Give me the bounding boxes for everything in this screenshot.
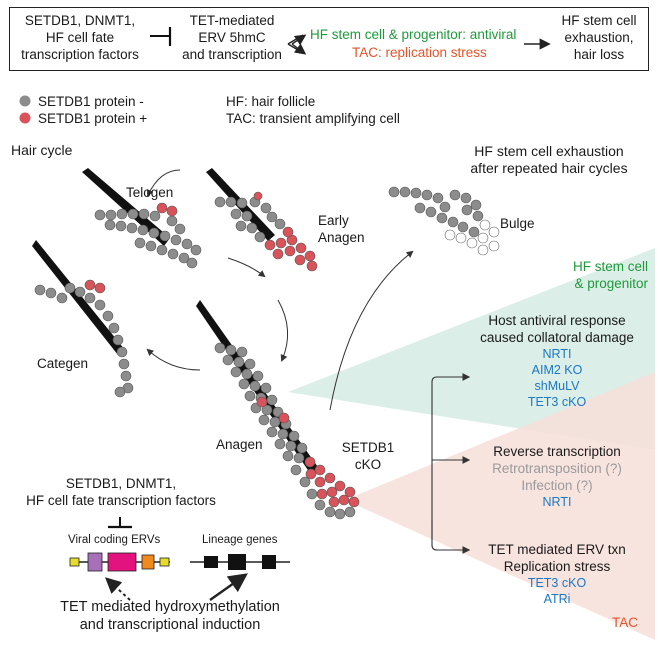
tet-txn-block: TET mediated ERV txn Replication stress …: [464, 541, 650, 607]
bottom-factors-line: HF cell fate transcription factors: [26, 493, 216, 508]
rt-gray-line: Retrotransposition (?): [492, 461, 622, 476]
bottom-tet-line: and transcriptional induction: [79, 617, 261, 633]
bottom-tet-line: TET mediated hydroxymethylation: [60, 599, 280, 615]
bulge-label: Bulge: [500, 216, 535, 231]
rt-block: Reverse transcription Retrotransposition…: [464, 443, 650, 510]
outcome-line: exhaustion,: [564, 30, 634, 45]
bottom-factors-line: SETDB1, DNMT1,: [65, 476, 177, 491]
tet-item: ATRi: [543, 592, 571, 606]
antiviral-title-line: caused collatoral damage: [480, 330, 634, 345]
exhausted-follicle: [388, 186, 500, 256]
early-anagen-line: Anagen: [318, 230, 365, 245]
antiviral-item: AIM2 KO: [531, 363, 583, 377]
tac-band: [345, 372, 655, 640]
lineage-genes-label: Lineage genes: [202, 534, 278, 546]
exhaustion-title: HF stem cell exhaustion after repeated h…: [440, 143, 658, 177]
legend-tac: TAC: transient amplifying cell: [226, 111, 400, 126]
legend-gray-dot: [19, 95, 31, 107]
factors-line: SETDB1, DNMT1,: [24, 13, 136, 28]
cko-line: SETDB1: [341, 440, 395, 455]
antiviral-item: TET3 cKO: [527, 395, 587, 409]
rt-gray-line: Infection (?): [521, 478, 593, 493]
cko-label: SETDB1 cKO: [338, 439, 398, 473]
rt-item: NRTI: [542, 495, 572, 509]
bottom-tet-label: TET mediated hydroxymethylation and tran…: [20, 598, 320, 634]
hfsc-line: & progenitor: [574, 276, 648, 291]
early-anagen-follicle: [206, 168, 318, 272]
tet-line: and transcription: [182, 47, 282, 62]
tet-item: TET3 cKO: [527, 576, 587, 590]
telogen-follicle: [82, 168, 202, 269]
antiviral-item: NRTI: [542, 347, 572, 361]
antiviral-block: Host antiviral response caused collatora…: [464, 312, 650, 410]
factors-line: HF cell fate: [45, 30, 115, 45]
tet-label: TET-mediated ERV 5hmC and transcription: [176, 12, 288, 63]
rt-title: Reverse transcription: [493, 444, 621, 459]
legend-red-dot: [19, 112, 31, 124]
tac-label: TAC: [612, 615, 638, 630]
tet-line: ERV 5hmC: [198, 30, 266, 45]
summary-box: [9, 7, 649, 71]
categen-follicle: [32, 240, 134, 398]
outcome-line: hair loss: [573, 47, 625, 62]
viral-erv-label: Viral coding ERVs: [68, 534, 161, 546]
antiviral-title-line: Host antiviral response: [488, 313, 626, 328]
antiviral-item: shMuLV: [534, 379, 580, 393]
factors-label: SETDB1, DNMT1, HF cell fate transcriptio…: [10, 12, 150, 63]
outcome-label: HF stem cell exhaustion, hair loss: [552, 12, 646, 63]
early-anagen-label: Early Anagen: [318, 212, 365, 246]
exhaustion-title-line: after repeated hair cycles: [470, 160, 628, 176]
cko-line: cKO: [354, 457, 382, 472]
factors-line: transcription factors: [21, 47, 139, 62]
hair-cycle-title: Hair cycle: [11, 142, 73, 158]
hfsc-label: HF stem cell & progenitor: [520, 258, 648, 292]
legend-hf: HF: hair follicle: [226, 94, 316, 109]
legend-pos: SETDB1 protein +: [38, 111, 148, 126]
outcome-line: HF stem cell: [561, 13, 637, 28]
hfsc-line: HF stem cell: [572, 259, 648, 274]
tac-stress-label: TAC: replication stress: [352, 45, 487, 60]
lineage-gene-construct: [190, 554, 290, 570]
categen-label: Categen: [37, 356, 89, 371]
anagen-label: Anagen: [216, 437, 263, 452]
tet-title-line: TET mediated ERV txn: [488, 542, 626, 557]
viral-erv-construct: [69, 552, 170, 572]
tet-line: TET-mediated: [189, 13, 275, 28]
legend-neg: SETDB1 protein -: [38, 94, 144, 109]
hfsc-antiviral-label: HF stem cell & progenitor: antiviral: [310, 27, 517, 42]
telogen-label: Telogen: [126, 185, 174, 200]
hfsc-band: [288, 248, 655, 450]
anagen-follicle: [196, 300, 360, 520]
bottom-factors-label: SETDB1, DNMT1, HF cell fate transcriptio…: [5, 475, 237, 509]
early-anagen-line: Early: [318, 213, 349, 228]
exhaustion-title-line: HF stem cell exhaustion: [474, 143, 624, 159]
tet-title-line: Replication stress: [503, 559, 611, 574]
